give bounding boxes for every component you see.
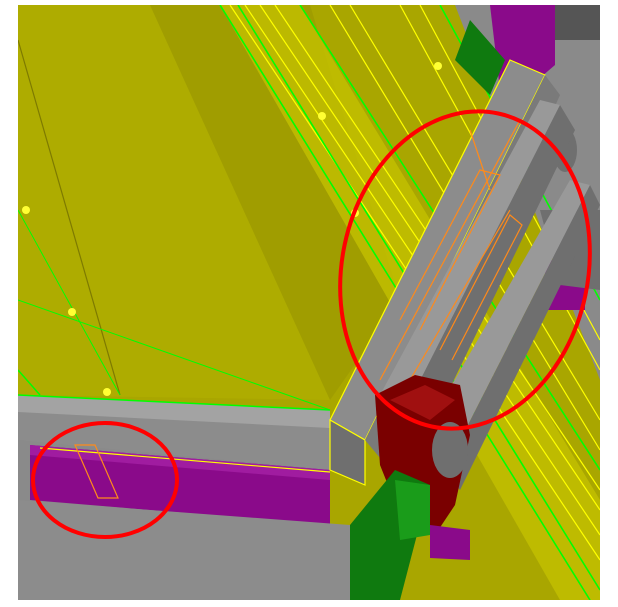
grey-floor-lower — [18, 500, 350, 600]
orange-outline-small — [74, 444, 119, 499]
rail-middle-side — [400, 105, 575, 450]
horizontal-beam-top — [18, 395, 330, 428]
purple-block-lower-right — [430, 525, 470, 560]
hub-pin — [432, 422, 468, 478]
rail-front-end — [329, 418, 366, 486]
highlight-lower-left — [31, 421, 179, 539]
highlight-upper-right — [338, 109, 592, 431]
top-right-block — [455, 5, 600, 40]
rail-back-side — [445, 185, 600, 490]
dark-red-hub-top — [390, 385, 455, 420]
rail-middle — [380, 100, 560, 420]
green-block-lower-face — [395, 480, 430, 540]
green-block-top — [455, 20, 505, 95]
olive-panel-light — [18, 5, 330, 400]
